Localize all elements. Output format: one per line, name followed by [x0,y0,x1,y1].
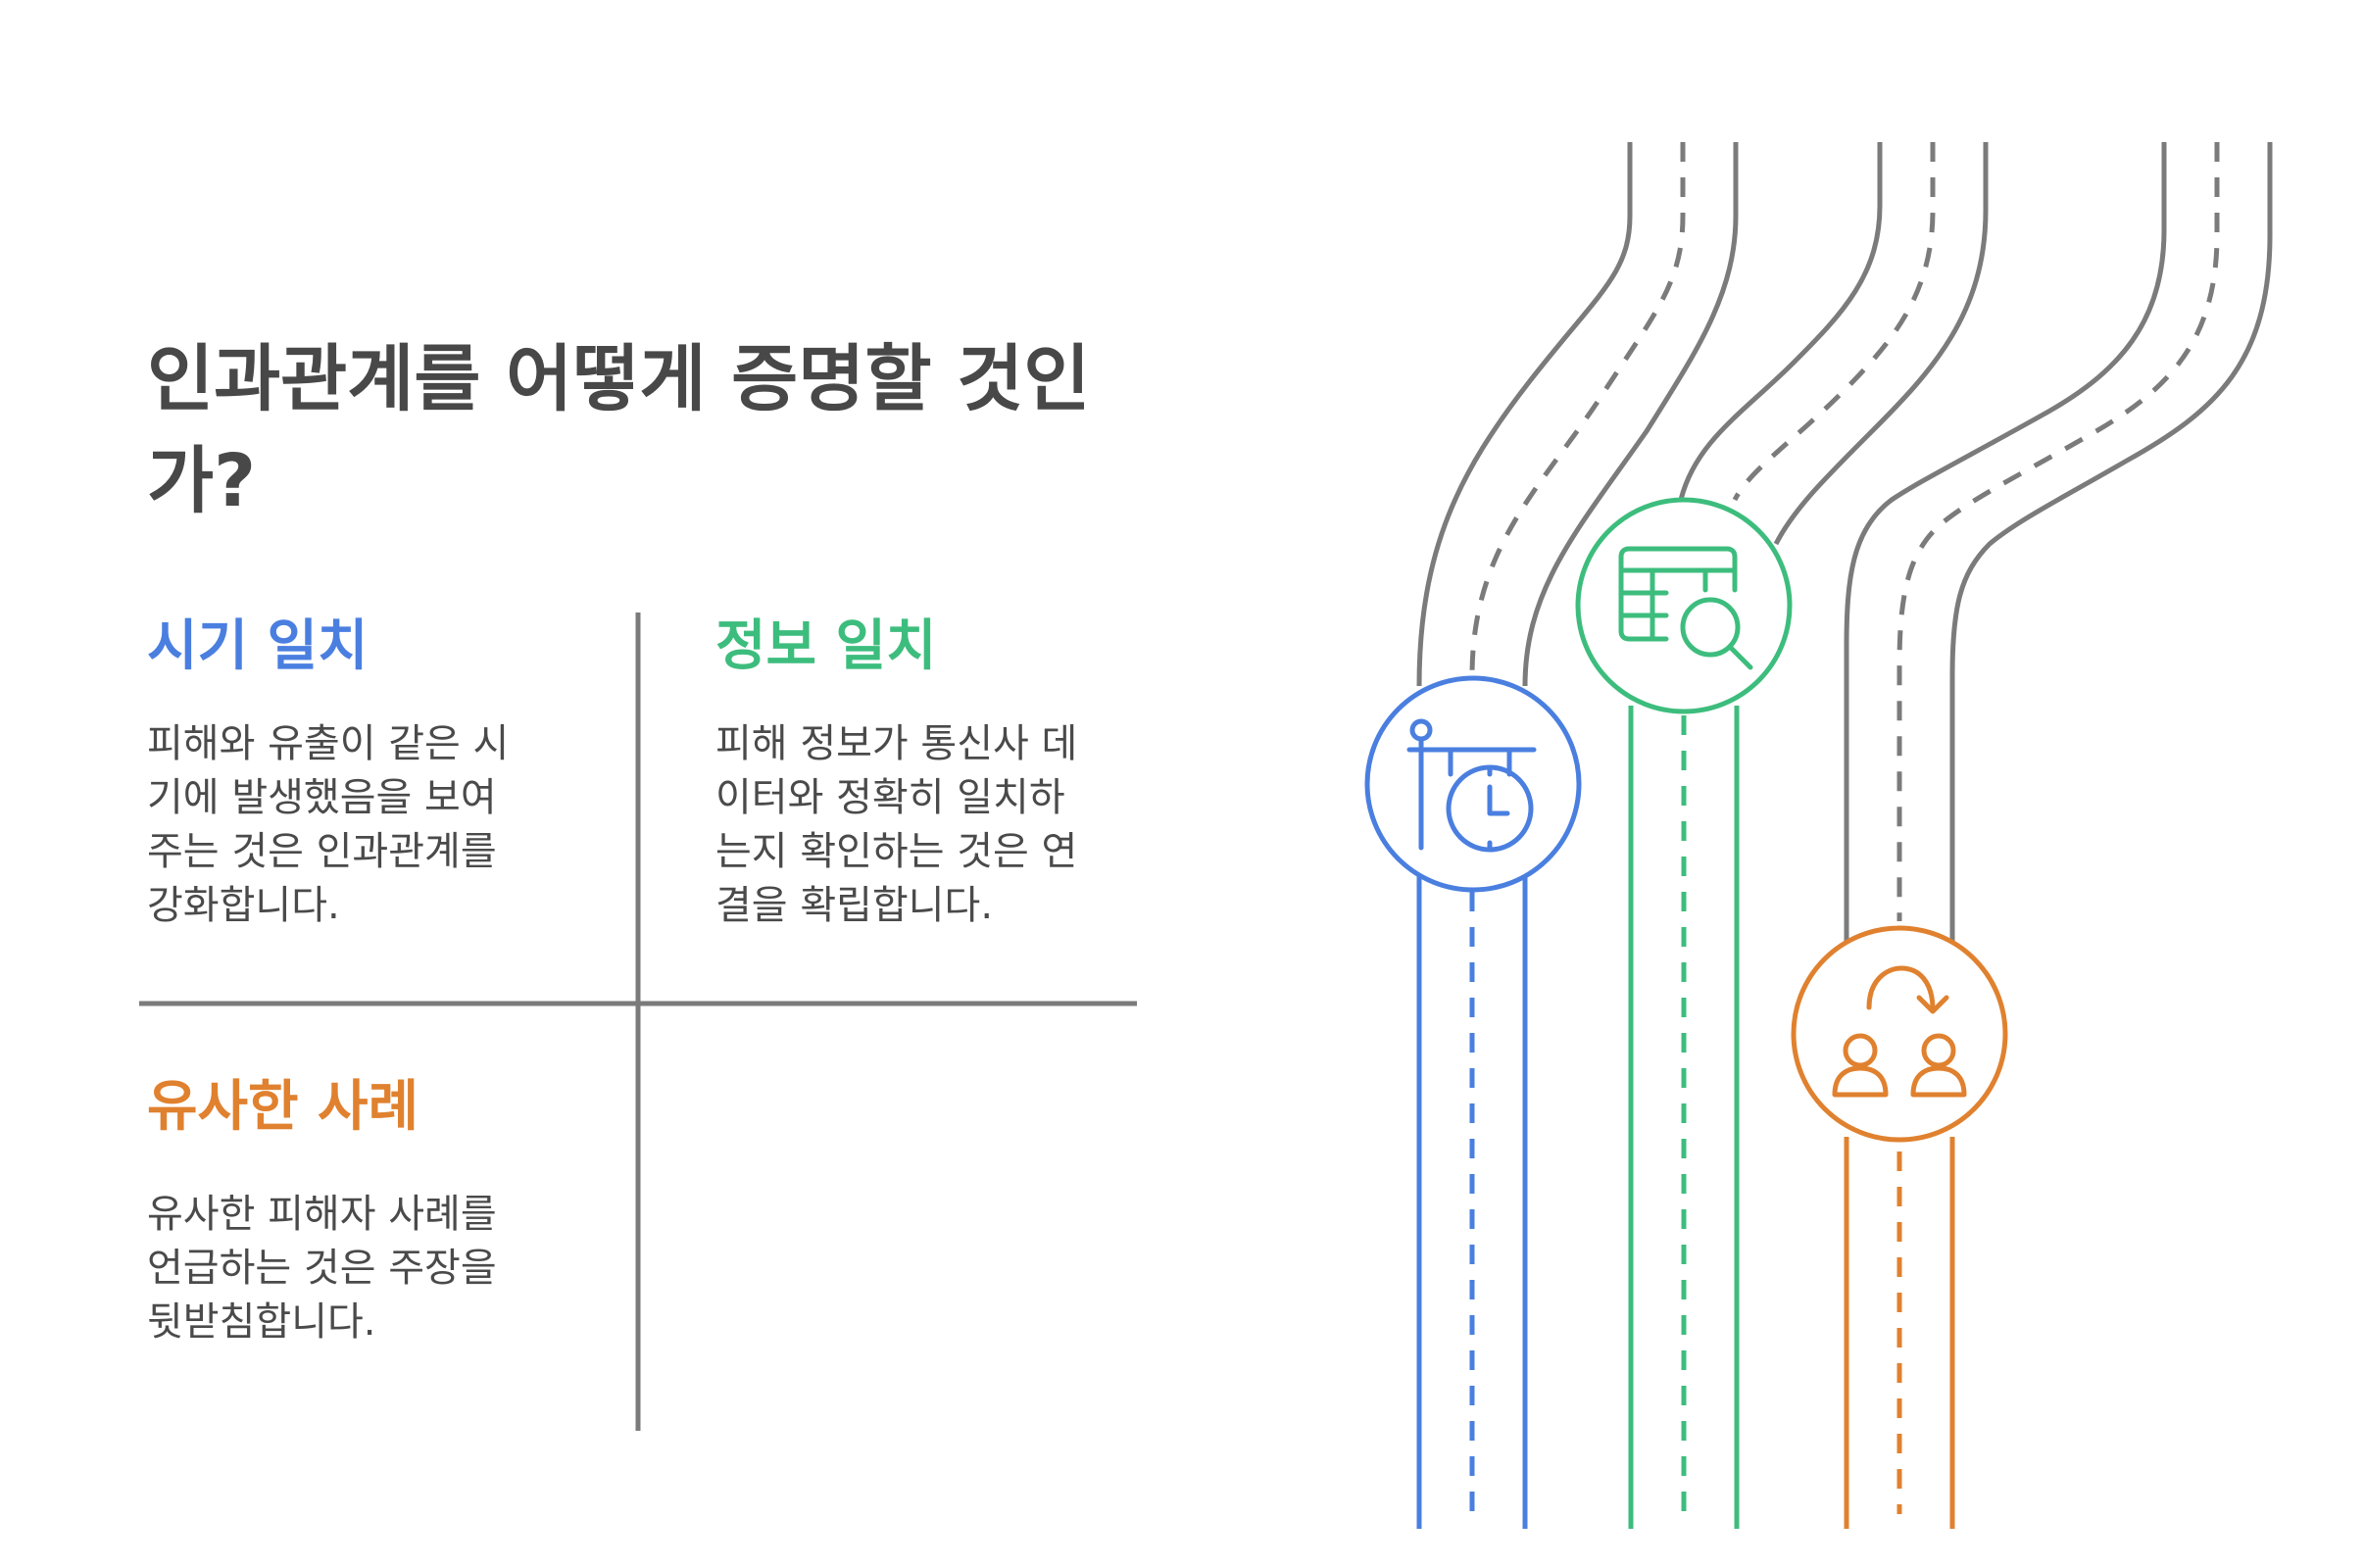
timing-match-heading: 시기 일치 [147,614,369,678]
quadrant-dividers [139,612,1137,1431]
table-search-icon [1618,546,1753,670]
road-cases-right-edge-gray [1949,142,2273,941]
cases-icon-badge [1791,925,2008,1143]
similar-cases-heading: 유사한 사례 [147,1075,419,1139]
similar-cases-description: 유사한 피해자 사례를 언급하는 것은 주장을 뒷받침합니다. [147,1192,497,1345]
road-info-left-edge-gray [1678,142,1883,501]
road-cases-center-gray [1896,142,2220,921]
road-cases [1844,142,2273,1529]
info-match-description: 피해 정보가 통신사 데 이터와 정확히 일치하 는지 확인하는 것은 연 결을… [715,721,1078,928]
road-info-center-gray [1732,142,1936,502]
road-timing-left-edge-gray [1416,142,1633,687]
road-timing-right-edge-gray [1522,142,1739,687]
road-timing-center-gray [1469,142,1686,677]
signpost-clock-icon [1406,718,1537,853]
info-match-heading: 정보 일치 [715,614,937,678]
timing-icon-badge [1364,675,1582,893]
road-info-right-edge-gray [1773,142,1989,546]
info-icon-badge [1575,497,1793,714]
people-exchange-icon [1832,965,1967,1098]
road-cases-left-edge-gray [1844,142,2167,941]
timing-match-description: 피해와 유출이 같은 시 기에 발생했음을 보여 주는 것은 인과관계를 강화합… [147,721,510,928]
road-info [1628,142,1989,1529]
page-title: 인과관계를 어떻게 증명할 것인가? [147,337,1091,523]
road-timing [1416,142,1739,1529]
